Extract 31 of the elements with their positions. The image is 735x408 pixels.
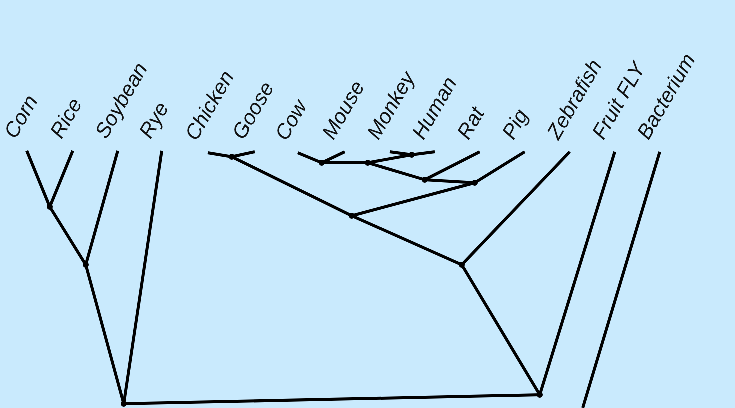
tree-branch <box>122 150 164 404</box>
branch-junction <box>422 177 428 183</box>
species-label: Rat <box>453 104 490 144</box>
branch-junction <box>349 213 355 219</box>
tree-branch <box>460 264 542 396</box>
tree-branch <box>231 156 353 218</box>
tree-branch <box>368 154 412 164</box>
tree-branch <box>84 264 126 404</box>
tree-branch <box>208 152 232 158</box>
tree-branch <box>368 162 426 182</box>
tree-branch <box>48 206 88 266</box>
tree-branch <box>352 182 476 218</box>
tree-branch <box>322 162 368 164</box>
tree-branch <box>424 150 481 182</box>
branch-junction <box>409 152 415 158</box>
tree-branch <box>460 150 572 266</box>
tree-branch <box>84 150 120 266</box>
branch-junction <box>459 262 465 268</box>
branch-junction <box>121 401 127 407</box>
tree-branch <box>474 150 526 184</box>
branch-junction <box>319 160 325 166</box>
species-label: Pig <box>498 106 534 144</box>
tree-branch <box>538 152 616 396</box>
tree-branch <box>412 150 436 156</box>
tree-branch <box>390 150 412 156</box>
tree-branch <box>582 152 662 408</box>
branch-junction <box>472 180 478 186</box>
tree-branch <box>232 150 256 158</box>
branch-junction <box>47 204 53 210</box>
branch-junction <box>365 160 371 166</box>
branch-junction <box>229 154 235 160</box>
